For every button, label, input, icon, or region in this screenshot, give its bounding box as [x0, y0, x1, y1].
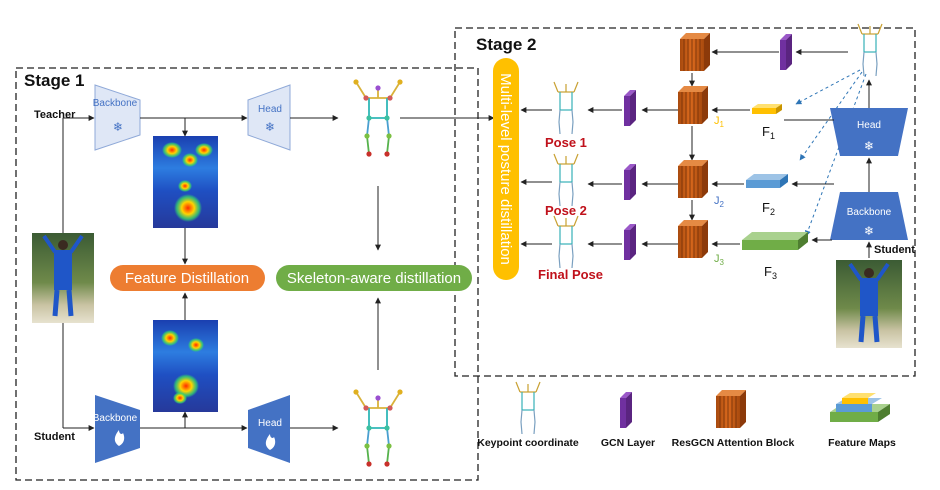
dashed-arrow-3	[805, 73, 867, 237]
legend-gcn-icon	[620, 392, 632, 428]
svg-text:Skeleton-aware distillation: Skeleton-aware distillation	[287, 270, 461, 287]
teacher-backbone: Backbone ❄	[93, 84, 141, 151]
flame-icon	[265, 434, 276, 450]
skeleton-distillation-pill: Skeleton-aware distillation	[276, 265, 472, 291]
legend-feature-maps-icon	[830, 393, 890, 422]
svg-text:Backbone: Backbone	[847, 207, 892, 218]
final-pose-label: Final Pose	[538, 267, 603, 282]
stage1-box	[15, 67, 479, 481]
stage2-title: Stage 2	[476, 35, 536, 54]
gcn-layer-1	[624, 90, 636, 126]
legend-resgcn-icon	[715, 389, 747, 429]
stage2-backbone: Backbone ❄	[830, 192, 908, 240]
feature-map-f2	[746, 174, 788, 188]
input-photo-stage1	[32, 233, 94, 323]
legend: Keypoint coordinate GCN Layer ResGCN Att…	[477, 381, 896, 449]
f2-label: F2	[762, 200, 775, 217]
resgcn-block-top	[679, 32, 711, 72]
svg-text:Head: Head	[857, 120, 881, 131]
teacher-head: Head ❄	[247, 84, 291, 151]
legend-gcn-label: GCN Layer	[601, 437, 655, 449]
stage2-student-label: Student	[874, 244, 915, 256]
pose1-label: Pose 1	[545, 135, 587, 150]
svg-text:Backbone: Backbone	[93, 413, 138, 424]
snowflake-icon: ❄	[265, 120, 275, 134]
gcn-layer-3	[624, 224, 636, 260]
gcn-layer-2	[624, 164, 636, 200]
student-heatmap	[153, 320, 218, 412]
input-photo-stage2	[836, 260, 902, 348]
flame-icon	[114, 430, 125, 446]
legend-resgcn-label: ResGCN Attention Block	[672, 437, 795, 449]
multilevel-distillation-pill: Multi-level posture distillation	[493, 58, 519, 280]
resgcn-block-2	[677, 159, 709, 199]
j3-label: J3	[714, 253, 725, 267]
legend-keypoint-label: Keypoint coordinate	[477, 437, 579, 449]
teacher-label: Teacher	[34, 109, 76, 121]
svg-text:Feature Distillation: Feature Distillation	[125, 270, 249, 287]
pose1-skeleton	[553, 81, 579, 135]
stage2-teacher-skeleton	[857, 23, 883, 77]
gcn-layer-top	[780, 34, 792, 70]
teacher-skeleton	[352, 78, 404, 158]
student-backbone: Backbone	[93, 395, 140, 463]
resgcn-block-1	[677, 85, 709, 125]
student-skeleton	[352, 388, 404, 468]
resgcn-block-3	[677, 219, 709, 259]
feature-map-f1	[752, 104, 782, 114]
f3-label: F3	[764, 264, 777, 281]
svg-text:Multi-level posture distillati: Multi-level posture distillation	[497, 73, 514, 265]
svg-text:Backbone: Backbone	[93, 98, 138, 109]
snowflake-icon: ❄	[864, 139, 874, 153]
pose2-skeleton	[553, 153, 579, 207]
f1-label: F1	[762, 124, 775, 141]
final-pose-skeleton	[553, 215, 579, 269]
teacher-heatmap	[153, 136, 218, 228]
stage1-title: Stage 1	[24, 71, 84, 90]
student-head: Head	[248, 395, 290, 463]
feature-distillation-pill: Feature Distillation	[110, 265, 265, 291]
feature-map-f3	[742, 232, 808, 250]
legend-keypoint-icon	[515, 381, 541, 435]
legend-feature-maps-label: Feature Maps	[828, 437, 896, 449]
stage2-box	[454, 27, 916, 377]
snowflake-icon: ❄	[113, 120, 123, 134]
svg-text:Head: Head	[258, 104, 282, 115]
svg-text:Head: Head	[258, 418, 282, 429]
pose2-label: Pose 2	[545, 203, 587, 218]
snowflake-icon: ❄	[864, 224, 874, 238]
stage2-head: Head ❄	[830, 108, 908, 156]
j2-label: J2	[714, 195, 725, 209]
student-label: Student	[34, 431, 75, 443]
dashed-arrow-1	[795, 69, 861, 105]
j1-label: J1	[714, 115, 725, 129]
